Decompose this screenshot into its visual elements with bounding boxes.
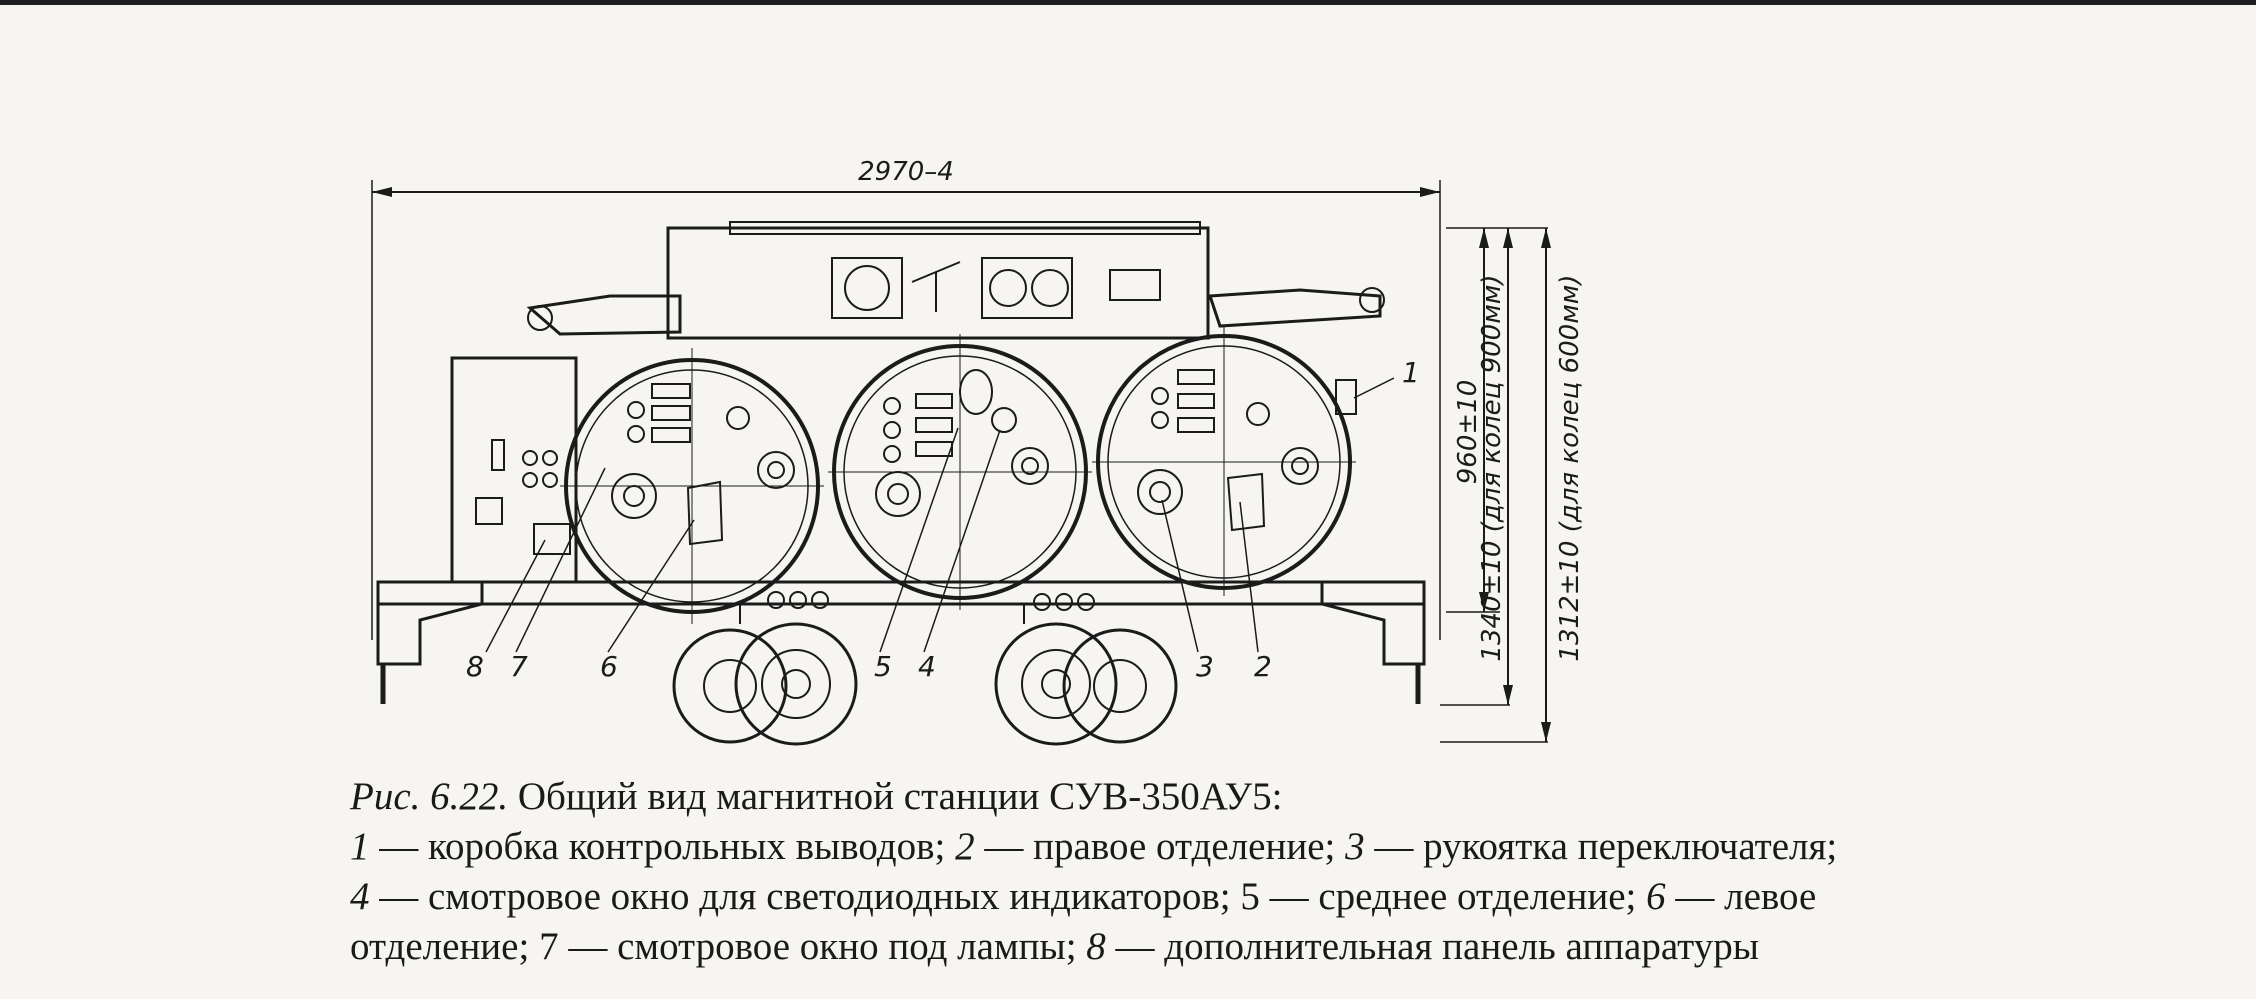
callout-5: 5 (874, 650, 892, 683)
figure-id: Рис. 6.22. (350, 775, 509, 818)
height-600-label: 1312±10 (для колец 600мм) (1555, 274, 1585, 661)
caption-text: отделение; 7 — смотровое окно под лампы; (350, 925, 1087, 968)
callout-8: 8 (466, 650, 484, 683)
height-900-label: 1340±10 (для колец 900мм) (1477, 274, 1507, 661)
station-drawing: 2970–4 960±10 1340±10 (для колец 900мм) … (371, 157, 1585, 746)
caption-title-line: Рис. 6.22. Общий вид магнитной станции С… (350, 772, 2185, 822)
callout-2: 2 (1254, 650, 1272, 683)
caption-num: 8 (1086, 925, 1106, 968)
caption-num: 2 (955, 825, 975, 868)
caption-line-3: отделение; 7 — смотровое окно под лампы;… (350, 922, 2185, 972)
top-housing (526, 221, 1385, 340)
aux-panel (450, 356, 578, 584)
height-dimensions: 960±10 1340±10 (для колец 900мм) 1312±10… (1440, 227, 1585, 743)
caption-text: — дополнительная панель аппаратуры (1105, 925, 1759, 968)
callout-3: 3 (1196, 650, 1214, 683)
height-body-label: 960±10 (1453, 380, 1483, 485)
figure-title: Общий вид магнитной станции СУВ-350АУ5: (517, 775, 1283, 818)
caption-num: 4 (350, 875, 370, 918)
callout-7: 7 (510, 650, 528, 683)
caption-text: — коробка контрольных выводов; (369, 825, 956, 868)
caption-num: 1 (350, 825, 370, 868)
caption-line-2: 4 — смотровое окно для светодиодных инди… (350, 872, 2185, 922)
length-dimension-label: 2970–4 (858, 157, 954, 187)
figure-caption: Рис. 6.22. Общий вид магнитной станции С… (350, 772, 2185, 972)
callout-1: 1 (1402, 356, 1420, 389)
caption-text: — рукоятка переключателя; (1364, 825, 1838, 868)
leader-lines (485, 377, 1395, 653)
length-dimension: 2970–4 (371, 157, 1441, 640)
base-frame (376, 580, 1426, 704)
caption-num: 3 (1345, 825, 1365, 868)
compartment-left (560, 348, 824, 624)
caption-num: 6 (1646, 875, 1666, 918)
callout-4: 4 (918, 650, 936, 683)
caption-line-1: 1 — коробка контрольных выводов; 2 — пра… (350, 822, 2185, 872)
wheels (672, 622, 1178, 746)
compartment-middle (828, 334, 1092, 610)
caption-text: — левое (1665, 875, 1817, 918)
scan-top-edge (0, 0, 2256, 5)
caption-text: — смотровое окно для светодиодных индика… (369, 875, 1647, 918)
callout-6: 6 (600, 650, 618, 683)
caption-text: — правое отделение; (974, 825, 1346, 868)
compartment-right (1092, 326, 1357, 596)
frame-bolts (767, 591, 1095, 611)
